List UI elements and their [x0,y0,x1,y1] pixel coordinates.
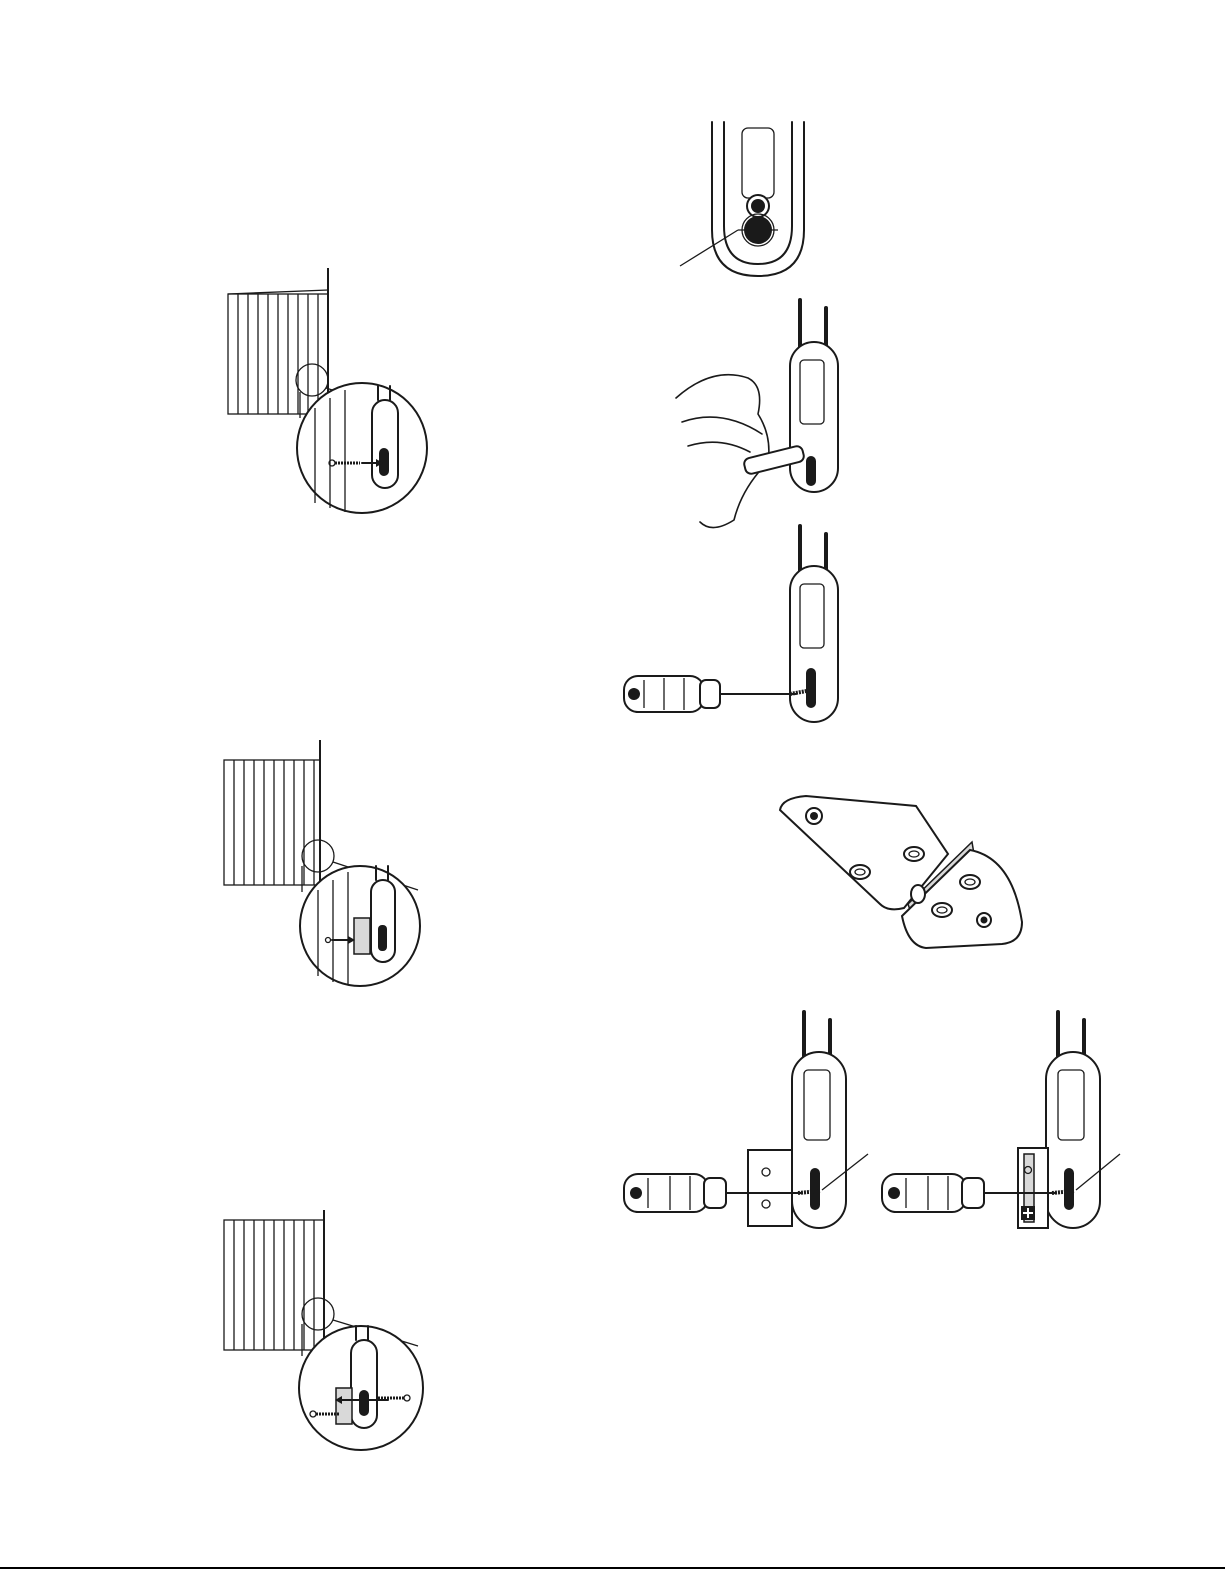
figure-blind-bracket [218,740,440,988]
vertical-blind-slats [224,1210,324,1350]
footer-rule [0,1567,1225,1569]
figure-wand-bottom-closeup [672,120,832,290]
bracket-icon [748,1150,792,1226]
zoom-circle [300,866,420,986]
zoom-circle [297,383,427,513]
figure-hand-pushing-pin [672,296,847,534]
vertical-blind-slats [224,740,320,885]
bracket-icon [336,1388,352,1424]
hand-icon [676,375,805,528]
figure-bracket-screwdriver-a [614,1004,876,1230]
figure-blind-bracket-screws [218,1210,440,1455]
screwdriver-icon [624,676,796,712]
figure-bracket-screwdriver-b [876,1004,1126,1230]
figure-blind-wand-screw [220,268,440,523]
figure-hinge-bracket [776,792,1026,962]
figure-screwdriver-screw [614,520,854,730]
zoom-circle [299,1326,423,1450]
vertical-blind-slats [228,268,328,414]
bracket-icon [354,918,370,954]
plus-icon [1021,1206,1035,1220]
